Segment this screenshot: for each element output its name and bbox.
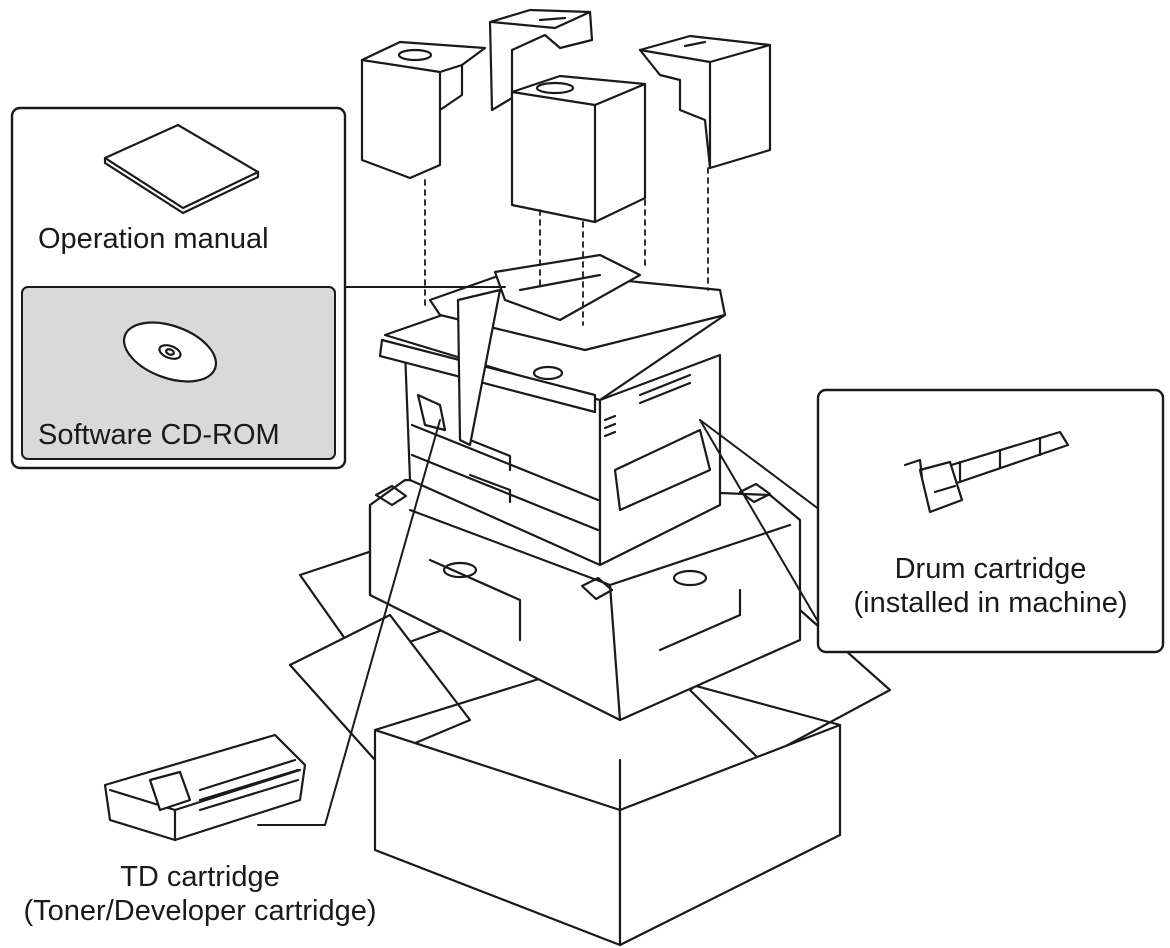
cd-panel	[21, 286, 336, 460]
operation-manual-label: Operation manual	[38, 223, 269, 255]
copier-machine	[378, 253, 727, 567]
foam-piece-left	[360, 40, 487, 180]
foam-piece-right	[638, 34, 772, 170]
drum-cartridge-name: Drum cartridge	[894, 553, 1087, 585]
drum-cartridge-note: (installed in machine)	[853, 587, 1128, 619]
td-cartridge-label: TD cartridge (Toner/Developer cartridge)	[0, 860, 400, 928]
bottom-foam-tray	[368, 478, 802, 722]
software-cd-label: Software CD-ROM	[38, 419, 280, 451]
drum-cartridge-label: Drum cartridge (installed in machine)	[828, 552, 1153, 620]
td-cartridge	[103, 733, 307, 842]
leader-lines	[257, 286, 821, 826]
td-cartridge-note: (Toner/Developer cartridge)	[23, 895, 377, 927]
placement-guides	[424, 167, 709, 326]
drum-callout	[816, 388, 1165, 654]
td-cartridge-name: TD cartridge	[120, 861, 280, 893]
foam-piece-front	[510, 74, 647, 224]
foam-piece-back	[488, 8, 594, 112]
